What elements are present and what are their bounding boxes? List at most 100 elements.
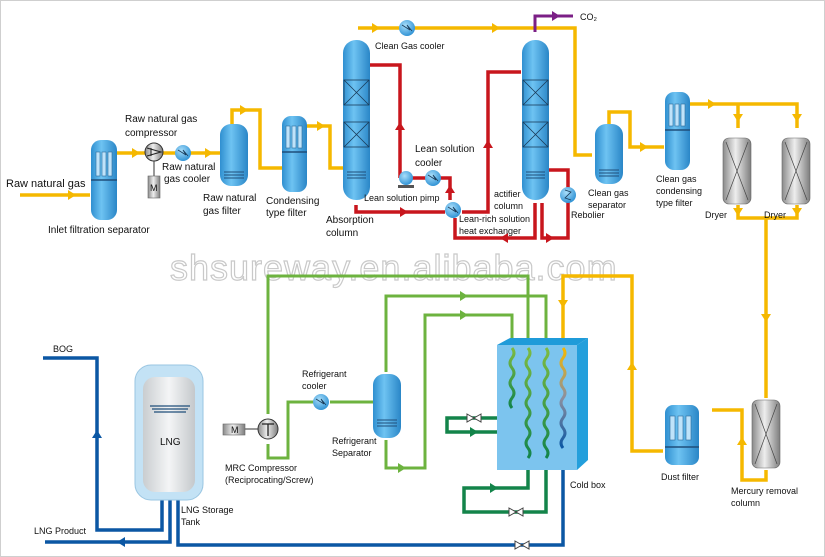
svg-text:cooler: cooler — [302, 381, 327, 391]
svg-text:Clean gas: Clean gas — [656, 174, 697, 184]
inlet-filtration-separator-label: Inlet filtration separator — [48, 225, 150, 236]
valves — [466, 413, 530, 550]
compressor-to-cooler-line — [266, 400, 315, 460]
svg-text:M: M — [231, 425, 239, 435]
svg-text:gas filter: gas filter — [203, 206, 241, 217]
svg-text:BOG: BOG — [53, 344, 73, 354]
svg-text:Lean solution pimp: Lean solution pimp — [364, 193, 440, 203]
motor-icon: M — [147, 175, 161, 199]
lean-solution-cooler[interactable] — [425, 170, 441, 186]
raw-filter-to-condensing-line — [230, 108, 283, 170]
lng-storage-tank[interactable]: LNG — [134, 364, 204, 501]
raw-gas-cooler[interactable] — [175, 145, 191, 161]
clean-gas-cooler[interactable] — [399, 20, 415, 36]
svg-text:Lean solution: Lean solution — [415, 144, 475, 155]
svg-text:LNG Product: LNG Product — [34, 526, 87, 536]
svg-text:Dryer: Dryer — [764, 210, 786, 220]
reboiler-loop-line — [540, 168, 570, 240]
valve-icon — [508, 507, 524, 517]
svg-text:LNG: LNG — [160, 437, 181, 448]
svg-text:column: column — [731, 498, 760, 508]
svg-text:LNG Storage: LNG Storage — [181, 505, 234, 515]
valve-icon — [466, 413, 482, 423]
svg-text:gas cooler: gas cooler — [164, 174, 211, 185]
condensing-to-absorber-line — [307, 124, 344, 170]
refrigerant-separator[interactable] — [373, 374, 401, 438]
refrigerant-flow-arrows — [398, 291, 468, 473]
svg-text:Refrigerant: Refrigerant — [332, 436, 377, 446]
svg-text:Dust filter: Dust filter — [661, 472, 699, 482]
motor-icon: M — [222, 423, 246, 436]
mercury-removal-column[interactable] — [751, 399, 781, 469]
raw-natural-gas-label: Raw natural gas — [6, 178, 86, 190]
svg-text:type filter: type filter — [656, 198, 693, 208]
cold-box[interactable] — [497, 338, 588, 470]
svg-text:Refrigerant: Refrigerant — [302, 369, 347, 379]
svg-text:(Reciprocating/Screw): (Reciprocating/Screw) — [225, 475, 314, 485]
refrigerant-cooler[interactable] — [313, 394, 329, 410]
lng-flow-arrows — [92, 430, 125, 547]
svg-text:Lean-rich solution: Lean-rich solution — [459, 214, 530, 224]
gas-flow-arrows — [68, 23, 802, 445]
svg-text:separator: separator — [588, 200, 626, 210]
svg-text:Cold box: Cold box — [570, 480, 606, 490]
bog-line — [43, 356, 164, 532]
watermark: shsureway.en.alibaba.com — [170, 247, 618, 288]
to-dryers-header — [690, 102, 799, 128]
raw-gas-compressor[interactable] — [144, 142, 164, 176]
svg-text:Tank: Tank — [181, 517, 201, 527]
condensing-type-filter[interactable] — [282, 116, 307, 192]
dust-filter[interactable] — [665, 405, 699, 465]
mercury-to-dust-line — [712, 408, 768, 482]
clean-gas-line — [358, 26, 592, 157]
svg-text:column: column — [326, 228, 358, 239]
separator-liquid-line — [384, 313, 514, 470]
svg-text:Clean gas: Clean gas — [588, 188, 629, 198]
coldbox-to-tank-line — [176, 455, 565, 547]
refrigerant-return-arrows — [470, 427, 498, 493]
svg-text:Raw natural: Raw natural — [162, 162, 215, 173]
svg-text:Clean Gas cooler: Clean Gas cooler — [375, 41, 445, 51]
mrc-compressor[interactable] — [245, 418, 279, 440]
absorption-column[interactable] — [343, 40, 370, 200]
inlet-filtration-separator[interactable] — [91, 140, 117, 220]
svg-text:Raw natural gas: Raw natural gas — [125, 114, 197, 125]
svg-text:Raw natural: Raw natural — [203, 193, 256, 204]
clean-gas-separator[interactable] — [595, 124, 623, 184]
svg-text:heat exchanger: heat exchanger — [459, 226, 521, 236]
lean-rich-heat-exchanger[interactable] — [445, 202, 461, 218]
lng-product-line — [45, 488, 172, 544]
lean-from-stripper-line — [453, 203, 537, 240]
lng-pipelines — [43, 356, 565, 547]
svg-text:cooler: cooler — [415, 158, 443, 169]
labels: Raw natural gas Inlet filtration separat… — [6, 12, 798, 536]
svg-text:actifier: actifier — [494, 189, 521, 199]
rectifier-column[interactable] — [522, 40, 549, 200]
svg-text:MRC Compressor: MRC Compressor — [225, 463, 297, 473]
svg-text:type filter: type filter — [266, 208, 307, 219]
svg-text:CO₂: CO₂ — [580, 12, 598, 22]
valve-icon — [514, 540, 530, 550]
mrc-discharge-loop-line — [266, 274, 530, 414]
raw-natural-gas-filter[interactable] — [220, 124, 248, 186]
clean-gas-condensing-filter[interactable] — [665, 92, 690, 170]
svg-text:Condensing: Condensing — [266, 196, 319, 207]
svg-text:Rebolier: Rebolier — [571, 210, 605, 220]
svg-text:condensing: condensing — [656, 186, 702, 196]
dryer-2[interactable] — [781, 137, 811, 205]
dust-to-coldbox-line — [561, 274, 663, 453]
co2-line — [533, 11, 573, 32]
svg-text:Mercury removal: Mercury removal — [731, 486, 798, 496]
rich-from-absorber-line — [354, 205, 445, 214]
lean-solution-pump[interactable] — [398, 171, 414, 188]
svg-text:compressor: compressor — [125, 128, 178, 139]
dryer-1[interactable] — [722, 137, 752, 205]
svg-text:Dryer: Dryer — [705, 210, 727, 220]
reboiler[interactable] — [560, 187, 576, 203]
lean-to-absorber-line — [370, 63, 402, 178]
svg-text:Absorption: Absorption — [326, 215, 374, 226]
amine-flow-arrows — [395, 122, 554, 243]
svg-text:column: column — [494, 201, 523, 211]
svg-text:Separator: Separator — [332, 448, 372, 458]
